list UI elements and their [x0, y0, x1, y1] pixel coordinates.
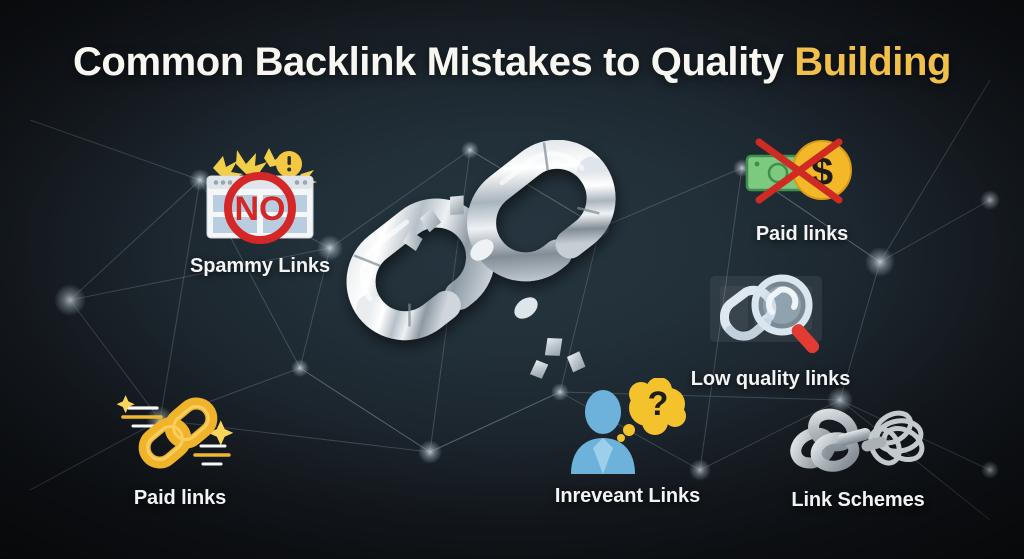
- knot-left: [790, 408, 871, 472]
- item-paid-links-bottom: Paid links: [100, 390, 260, 510]
- magnifier-chain-icon: [709, 274, 822, 354]
- warning-emoji: [276, 151, 302, 177]
- knot-connector: [861, 436, 887, 452]
- knot-right: [868, 410, 925, 466]
- page-title: Common Backlink Mistakes to Quality Buil…: [0, 40, 1024, 85]
- item-low-quality-links: Low quality links: [668, 272, 873, 391]
- title-block: Common Backlink Mistakes to Quality Buil…: [0, 40, 1024, 85]
- broken-chain-graphic: [346, 140, 616, 379]
- thought-bubble: ?: [616, 377, 686, 442]
- item-label: Spammy Links: [190, 255, 330, 277]
- title-leading-text: Common Backlink Mistakes to Quality: [72, 40, 795, 84]
- item-label: Inreveant Links: [554, 485, 701, 507]
- title-accent-text: Building: [794, 40, 952, 84]
- item-link-schemes: Link Schemes: [778, 400, 938, 512]
- item-paid-links-top: $ Paid links: [712, 130, 892, 246]
- gold-chain-link-icon: [116, 395, 234, 469]
- svg-text:NO: NO: [235, 190, 286, 228]
- tangled-chain-knots-icon: [790, 408, 925, 472]
- item-label: Link Schemes: [791, 489, 925, 511]
- item-irrelevant-links: ? Inreveant Links: [540, 377, 715, 508]
- person-question-bubble-icon: ?: [570, 377, 686, 474]
- item-label: Paid links: [755, 223, 849, 245]
- item-spammy-links: NO Spammy Links: [155, 132, 365, 278]
- item-label: Paid links: [133, 487, 227, 509]
- browser-window-no-entry-icon: NO: [206, 148, 317, 244]
- svg-text:?: ?: [647, 385, 668, 423]
- money-coin-crossed-out-icon: $: [745, 138, 852, 204]
